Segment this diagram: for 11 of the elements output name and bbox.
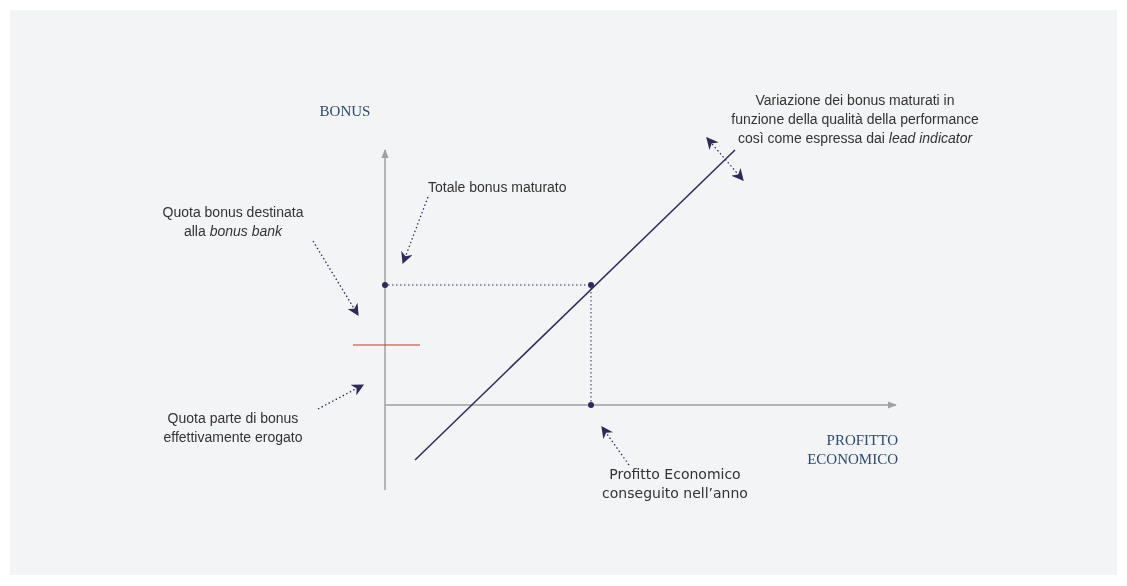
leader-arrow: [312, 240, 359, 317]
note-text: Variazione dei bonus maturati in funzione della qualità della performance così come espressa dai lead indicator: [730, 91, 980, 148]
annotation-text: Profitto Economico conseguito nell’anno: [590, 465, 760, 503]
leader-arrow: [601, 426, 630, 466]
annotation-text: Quota bonus destinata alla bonus bank: [150, 203, 316, 241]
axis-title: PROFITTO ECONOMICO: [806, 431, 898, 469]
annotation-text: Quota parte di bonus effettivamente erogato: [140, 409, 326, 447]
leader-arrow: [401, 196, 429, 265]
axis-title: BONUS: [318, 102, 372, 121]
leader-arrow: [317, 384, 365, 410]
annotation-text: Totale bonus maturato: [428, 178, 568, 197]
